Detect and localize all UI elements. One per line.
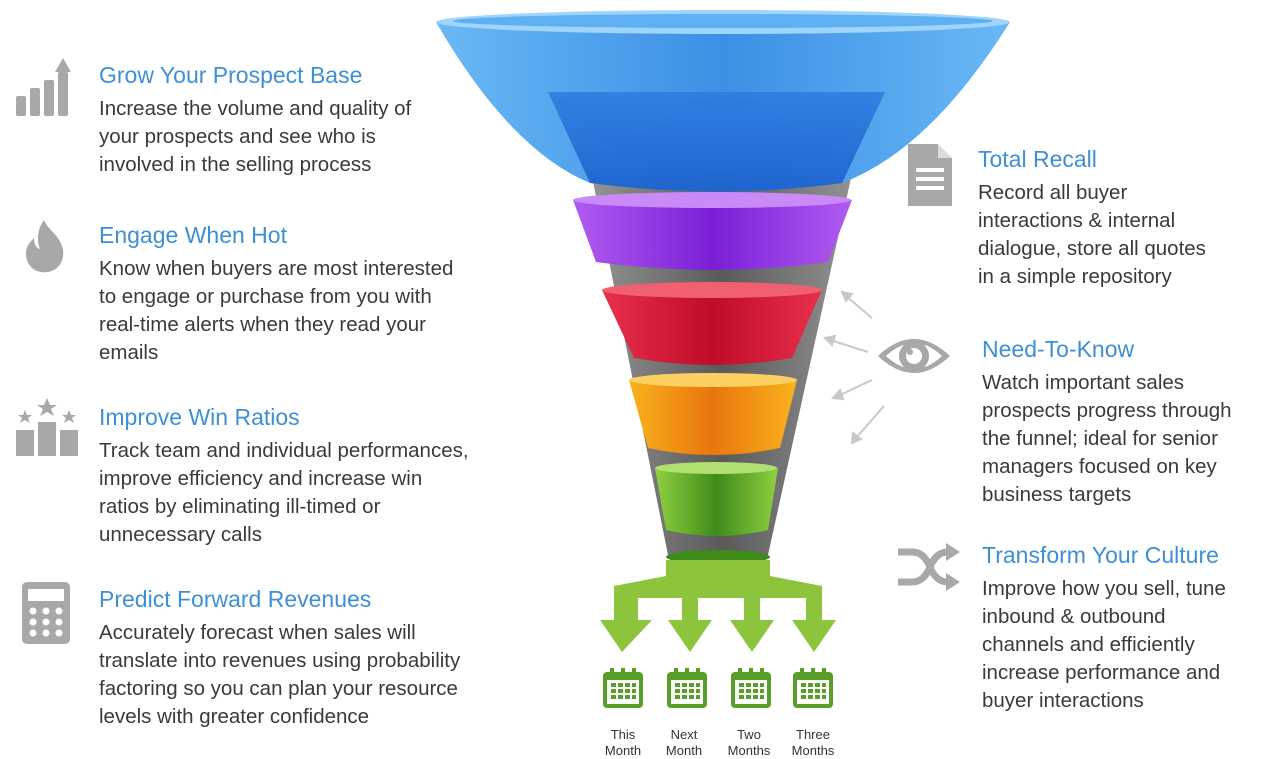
podium-stars-icon <box>16 398 78 456</box>
description-line: your prospects and see who is <box>99 125 376 148</box>
description-line: Improve how you sell, tune <box>982 577 1226 600</box>
period-label-line: Three <box>796 727 830 742</box>
period-label-line: Month <box>665 743 703 758</box>
description-line: translate into revenues using probabilit… <box>99 649 461 672</box>
description-line: real-time alerts when they read your <box>99 313 427 336</box>
description-line: unnecessary calls <box>99 523 262 546</box>
eye-arrows <box>822 290 885 445</box>
description-line: interactions & internal <box>978 209 1176 232</box>
period-label-line: Two <box>737 727 761 742</box>
eye-icon <box>878 339 950 373</box>
description-line: prospects progress through <box>982 399 1232 422</box>
feature-description: Improve how you sell, tune inbound & out… <box>982 575 1226 715</box>
funnel-band-green <box>655 462 778 536</box>
funnel-band-red <box>602 282 822 365</box>
description-line: Know when buyers are most interested <box>99 257 454 280</box>
period-label-line: Next <box>670 727 698 742</box>
feature-description: Know when buyers are most interested to … <box>99 255 453 367</box>
calendar-icon <box>667 668 707 708</box>
period-label-line: Month <box>604 743 642 758</box>
feature-description: Record all buyer interactions & internal… <box>978 179 1206 291</box>
period-label-line: This <box>610 727 636 742</box>
feature-title: Improve Win Ratios <box>99 404 300 430</box>
funnel-band-orange <box>629 373 797 455</box>
feature-title: Predict Forward Revenues <box>99 586 372 612</box>
funnel-band-purple <box>573 192 852 270</box>
period-label-line: Months <box>727 743 771 758</box>
description-line: the funnel; ideal for senior <box>982 427 1218 450</box>
feature-title: Transform Your Culture <box>982 542 1219 568</box>
flame-icon <box>26 220 64 273</box>
calendar-row <box>603 668 833 708</box>
feature-description: Accurately forecast when sales will tran… <box>99 619 460 731</box>
feature-title: Engage When Hot <box>99 222 287 248</box>
feature-title: Grow Your Prospect Base <box>99 62 363 88</box>
description-line: factoring so you can plan your resource <box>99 677 458 700</box>
period-label-three-months: Three Months <box>778 727 848 759</box>
document-icon <box>908 144 952 206</box>
period-label-two-months: Two Months <box>714 727 784 759</box>
description-line: involved in the selling process <box>99 153 372 176</box>
description-line: business targets <box>982 483 1132 506</box>
description-line: levels with greater confidence <box>99 705 370 728</box>
description-line: Track team and individual performances, <box>99 439 469 462</box>
shuffle-icon <box>898 543 960 591</box>
period-label-next-month: Next Month <box>649 727 719 759</box>
calendar-icon <box>603 668 643 708</box>
feature-description: Watch important sales prospects progress… <box>982 369 1232 509</box>
feature-title: Need-To-Know <box>982 336 1135 362</box>
period-label-this-month: This Month <box>588 727 658 759</box>
description-line: dialogue, store all quotes <box>978 237 1206 260</box>
calendar-icon <box>793 668 833 708</box>
distribution-arrows <box>600 560 836 652</box>
description-line: in a simple repository <box>978 265 1172 288</box>
description-line: increase performance and <box>982 661 1221 684</box>
period-label-line: Months <box>791 743 835 758</box>
description-line: buyer interactions <box>982 689 1144 712</box>
description-line: ratios by eliminating ill-timed or <box>99 495 381 518</box>
funnel-band-blue <box>436 10 1010 192</box>
description-line: Watch important sales <box>982 371 1185 394</box>
description-line: inbound & outbound <box>982 605 1166 628</box>
calendar-icon <box>731 668 771 708</box>
description-line: emails <box>99 341 159 364</box>
description-line: Record all buyer <box>978 181 1128 204</box>
description-line: Increase the volume and quality of <box>99 97 412 120</box>
description-line: channels and efficiently <box>982 633 1195 656</box>
description-line: to engage or purchase from you with <box>99 285 432 308</box>
feature-description: Increase the volume and quality of your … <box>99 95 411 179</box>
calculator-icon <box>22 582 70 644</box>
description-line: managers focused on key <box>982 455 1217 478</box>
description-line: improve efficiency and increase win <box>99 467 423 490</box>
description-line: Accurately forecast when sales will <box>99 621 416 644</box>
feature-description: Track team and individual performances, … <box>99 437 469 549</box>
bar-chart-growth-icon <box>16 58 71 116</box>
feature-title: Total Recall <box>978 146 1097 172</box>
